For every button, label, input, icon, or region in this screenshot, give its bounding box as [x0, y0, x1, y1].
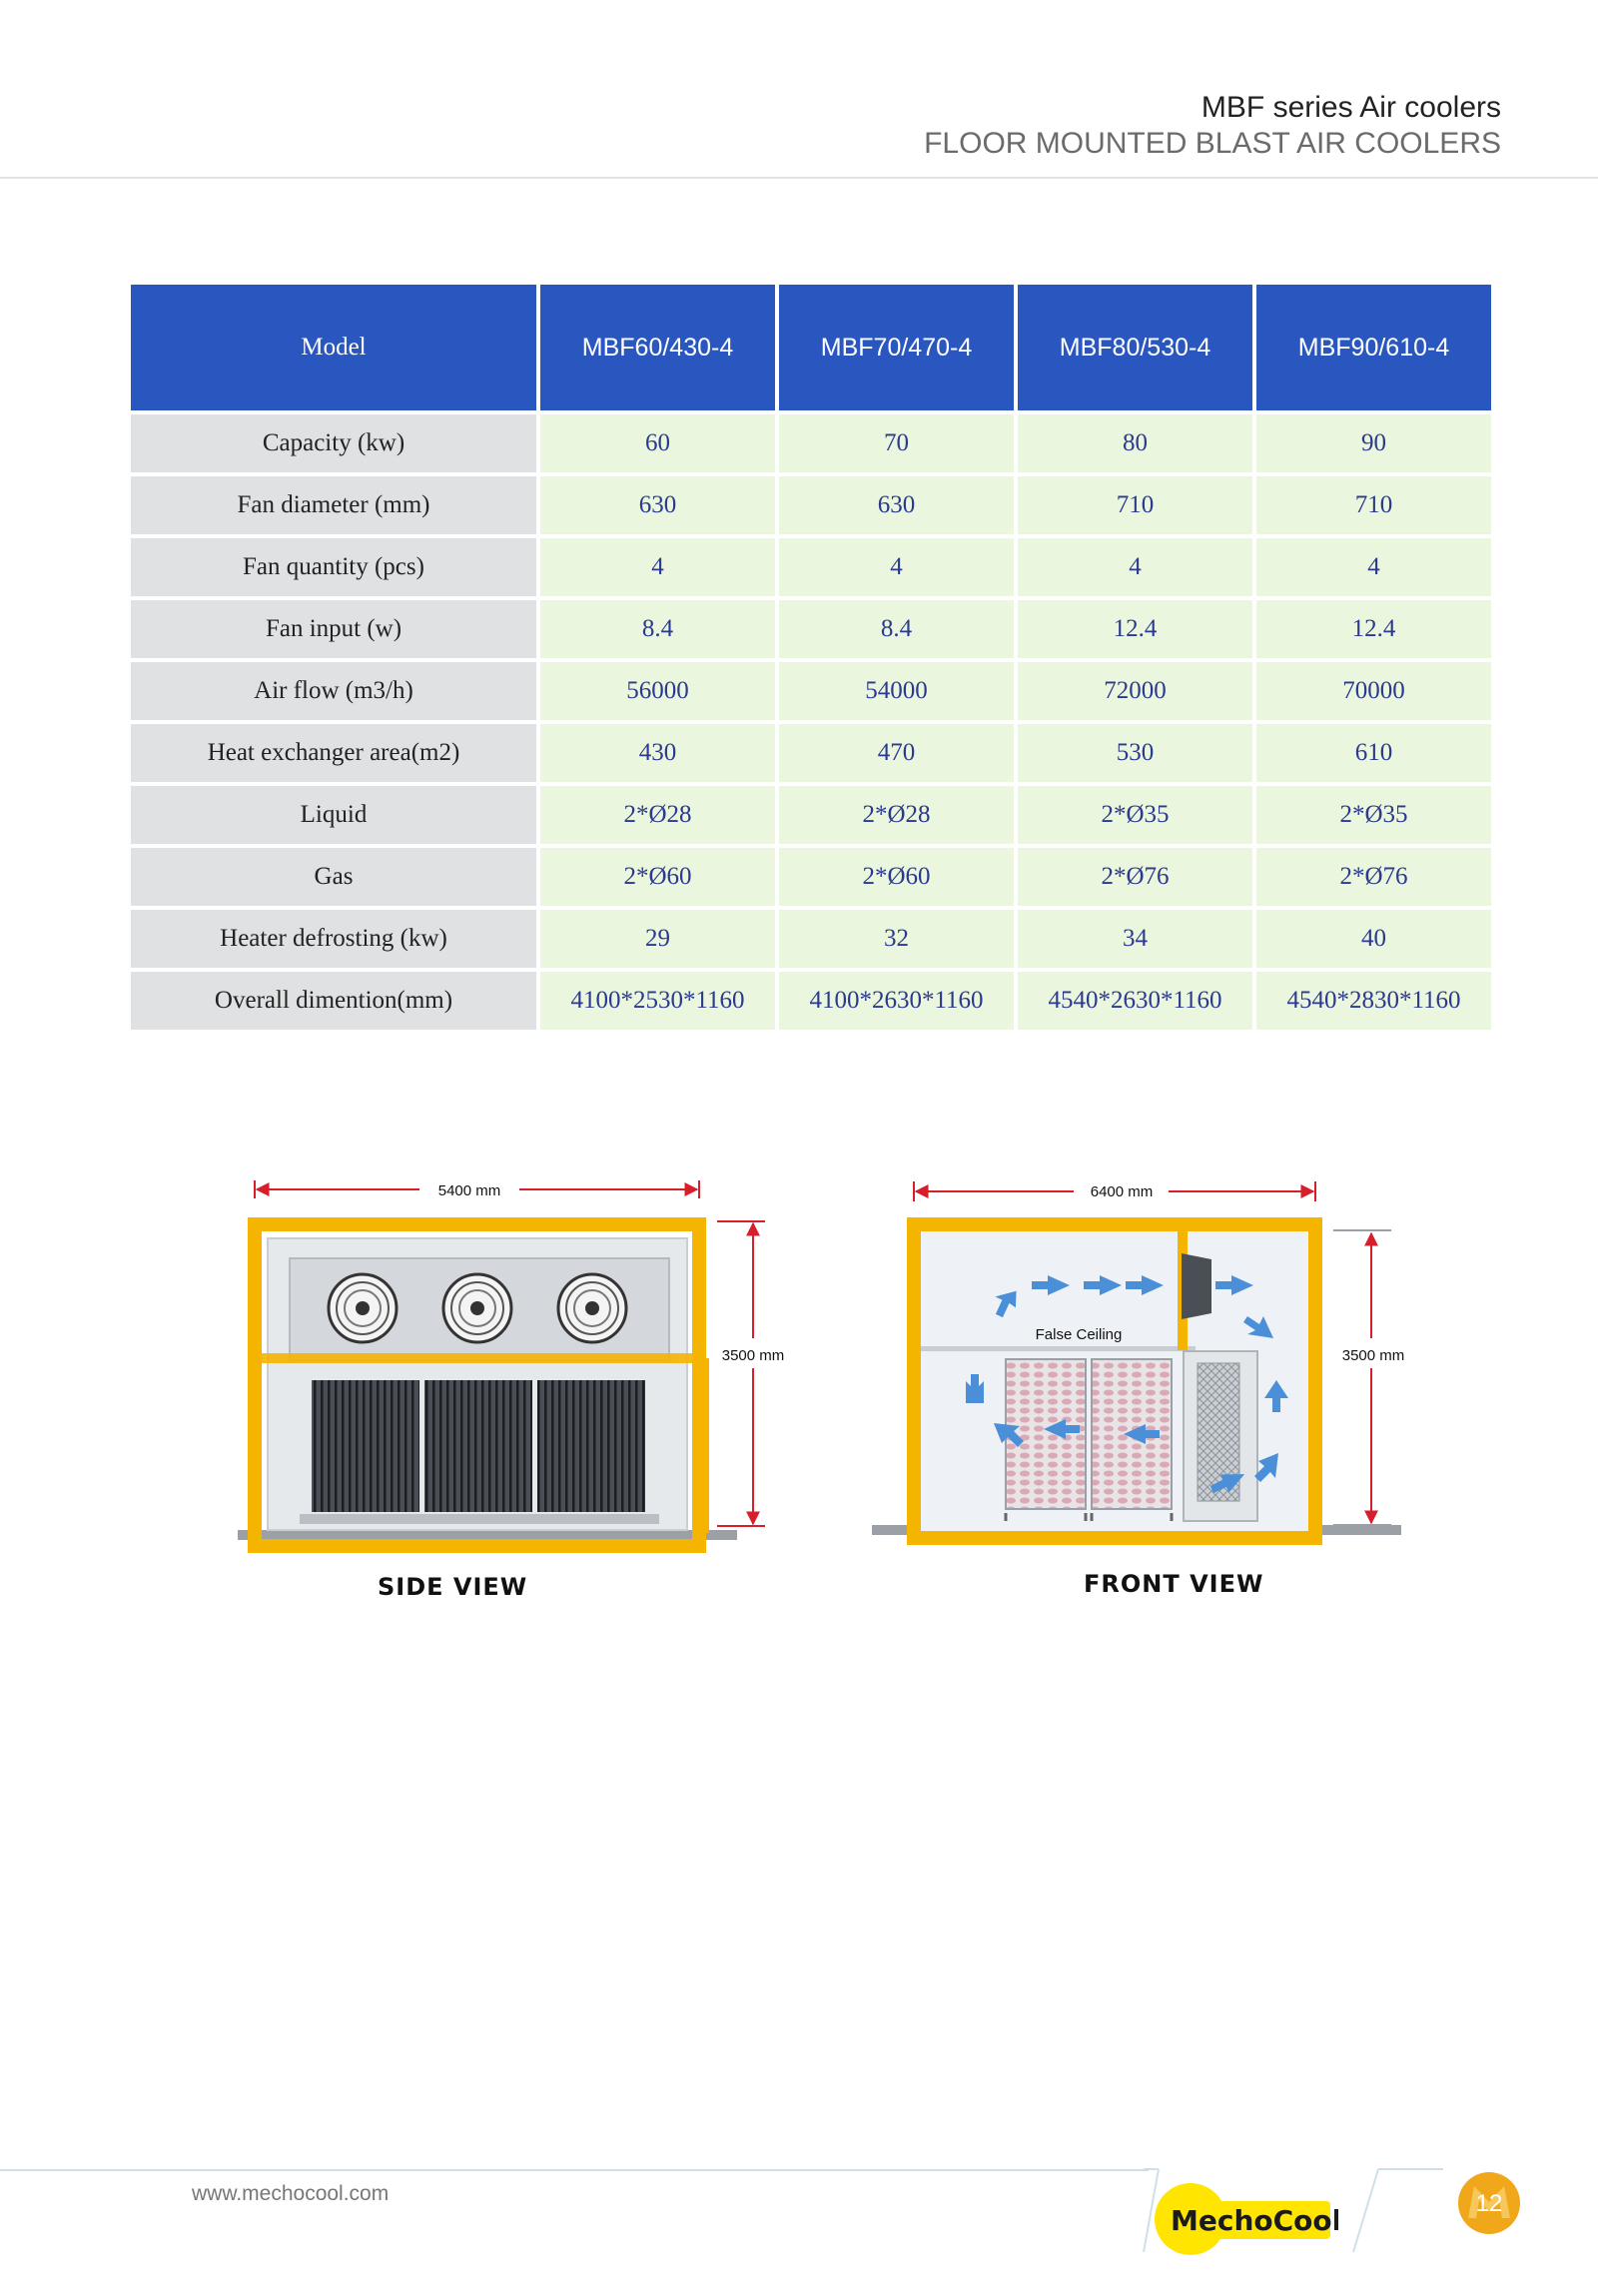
width-dimension-label: 5400 mm [438, 1182, 501, 1199]
table-cell: 610 [1256, 720, 1491, 782]
table-cell: 8.4 [779, 596, 1014, 658]
table-cell: 4 [1256, 534, 1491, 596]
table-cell: 80 [1018, 410, 1252, 472]
row-label: Liquid [131, 782, 536, 844]
airflow-arrow-icon [966, 1275, 1288, 1493]
row-label: Fan diameter (mm) [131, 472, 536, 534]
footer-decoration [1143, 2168, 1443, 2253]
side-view-caption: SIDE VIEW [378, 1573, 528, 1601]
false-ceiling-label: False Ceiling [1036, 1326, 1123, 1343]
table-cell: 34 [1018, 906, 1252, 968]
table-cell: 2*Ø60 [540, 844, 775, 906]
footer-divider [0, 2169, 1149, 2171]
table-row: Fan diameter (mm) 630 630 710 710 [131, 472, 1491, 534]
table-row: Heater defrosting (kw) 29 32 34 40 [131, 906, 1491, 968]
page-subtitle: FLOOR MOUNTED BLAST AIR COOLERS [924, 127, 1501, 160]
model-column-header: MBF60/430-4 [540, 285, 775, 410]
table-row: Fan quantity (pcs) 4 4 4 4 [131, 534, 1491, 596]
page-title: MBF series Air coolers [1200, 91, 1501, 124]
table-cell: 470 [779, 720, 1014, 782]
row-label: Heat exchanger area(m2) [131, 720, 536, 782]
table-cell: 4 [779, 534, 1014, 596]
page-header: MBF series Air coolers FLOOR MOUNTED BLA… [924, 90, 1501, 162]
side-view-diagram: 5400 mm 3500 mm [238, 1180, 785, 1553]
table-cell: 2*Ø76 [1256, 844, 1491, 906]
table-cell: 4540*2630*1160 [1018, 968, 1252, 1030]
table-cell: 2*Ø60 [779, 844, 1014, 906]
table-cell: 430 [540, 720, 775, 782]
row-label: Fan input (w) [131, 596, 536, 658]
table-cell: 4100*2530*1160 [540, 968, 775, 1030]
model-column-header: MBF90/610-4 [1256, 285, 1491, 410]
false-ceiling [921, 1346, 1196, 1351]
table-cell: 60 [540, 410, 775, 472]
table-cell: 4 [1018, 534, 1252, 596]
table-row: Air flow (m3/h) 56000 54000 72000 70000 [131, 658, 1491, 720]
width-dimension-label: 6400 mm [1091, 1183, 1154, 1200]
website-link[interactable]: www.mechocool.com [192, 2182, 390, 2205]
fan-icon [327, 1272, 399, 1344]
fan-icon [556, 1272, 628, 1344]
ground-line [238, 1530, 737, 1540]
table-row: Overall dimention(mm) 4100*2530*1160 410… [131, 968, 1491, 1030]
row-label: Fan quantity (pcs) [131, 534, 536, 596]
table-row: Capacity (kw) 60 70 80 90 [131, 410, 1491, 472]
page-number: 12 [1476, 2190, 1503, 2217]
table-cell: 8.4 [540, 596, 775, 658]
table-cell: 70000 [1256, 658, 1491, 720]
table-cell: 54000 [779, 658, 1014, 720]
table-cell: 2*Ø76 [1018, 844, 1252, 906]
header-divider [0, 177, 1598, 179]
table-row: Liquid 2*Ø28 2*Ø28 2*Ø35 2*Ø35 [131, 782, 1491, 844]
product-trolley [1090, 1358, 1174, 1521]
model-column-header: MBF80/530-4 [1018, 285, 1252, 410]
table-row: Gas 2*Ø60 2*Ø60 2*Ø76 2*Ø76 [131, 844, 1491, 906]
table-row: Fan input (w) 8.4 8.4 12.4 12.4 [131, 596, 1491, 658]
row-label: Air flow (m3/h) [131, 658, 536, 720]
table-cell: 40 [1256, 906, 1491, 968]
table-cell: 56000 [540, 658, 775, 720]
cooler-fan-housing [1182, 1253, 1211, 1319]
table-cell: 2*Ø28 [540, 782, 775, 844]
table-row: Heat exchanger area(m2) 430 470 530 610 [131, 720, 1491, 782]
table-cell: 72000 [1018, 658, 1252, 720]
product-trolley [1004, 1358, 1088, 1521]
table-cell: 90 [1256, 410, 1491, 472]
table-cell: 12.4 [1018, 596, 1252, 658]
height-dimension-label: 3500 mm [722, 1347, 785, 1364]
height-dimension-label: 3500 mm [1342, 1347, 1405, 1364]
table-cell: 4100*2630*1160 [779, 968, 1014, 1030]
front-view-caption: FRONT VIEW [1084, 1570, 1264, 1598]
row-label: Gas [131, 844, 536, 906]
logo-text: MechoCool [1171, 2204, 1338, 2237]
table-cell: 4 [540, 534, 775, 596]
table-header-row: Model MBF60/430-4 MBF70/470-4 MBF80/530-… [131, 285, 1491, 410]
row-label: Overall dimention(mm) [131, 968, 536, 1030]
table-cell: 630 [779, 472, 1014, 534]
model-column-header: MBF70/470-4 [779, 285, 1014, 410]
table-cell: 12.4 [1256, 596, 1491, 658]
table-cell: 70 [779, 410, 1014, 472]
table-cell: 630 [540, 472, 775, 534]
row-label: Capacity (kw) [131, 410, 536, 472]
table-cell: 29 [540, 906, 775, 968]
table-cell: 2*Ø28 [779, 782, 1014, 844]
table-cell: 2*Ø35 [1018, 782, 1252, 844]
fan-icon [441, 1272, 513, 1344]
table-cell: 4540*2830*1160 [1256, 968, 1491, 1030]
table-cell: 710 [1018, 472, 1252, 534]
coil-grille [424, 1380, 532, 1512]
table-cell: 710 [1256, 472, 1491, 534]
mechocool-logo: MechoCool [1155, 2183, 1338, 2255]
table-cell: 32 [779, 906, 1014, 968]
row-label: Heater defrosting (kw) [131, 906, 536, 968]
spec-table: Model MBF60/430-4 MBF70/470-4 MBF80/530-… [127, 285, 1495, 1030]
model-header: Model [131, 285, 536, 410]
coil-grille [312, 1380, 419, 1512]
table-cell: 530 [1018, 720, 1252, 782]
table-cell: 2*Ø35 [1256, 782, 1491, 844]
front-view-diagram: False Ceiling 6400 mm 3500 mm [872, 1181, 1405, 1545]
page-number-badge: 12 [1458, 2172, 1520, 2234]
coil-grille [537, 1380, 645, 1512]
